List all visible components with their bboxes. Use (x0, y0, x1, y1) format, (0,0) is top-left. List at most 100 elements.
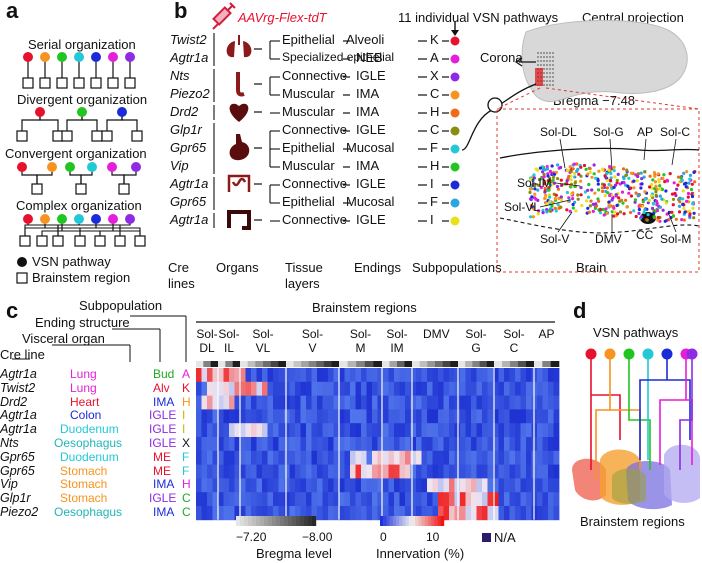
heat-cell (449, 450, 455, 465)
heat-cell (520, 506, 527, 521)
ending-label: IMA (356, 158, 380, 173)
heat-cell (328, 464, 334, 479)
heat-cell (366, 478, 373, 493)
heat-cell (405, 492, 411, 507)
bregma-strip-cell (412, 361, 420, 367)
heat-cell (421, 492, 428, 507)
complex-vsn-dot (91, 214, 101, 224)
ending-label: IGLE (356, 122, 386, 137)
heat-cell (300, 492, 307, 507)
projection-dot (664, 189, 668, 193)
heat-cell (306, 464, 312, 479)
innervation-colorbar-cell (424, 516, 429, 526)
heat-cell (372, 478, 378, 493)
projection-dot (594, 202, 598, 206)
cre-line-row-label: Agtr1a (0, 367, 37, 381)
bregma-colorbar-cell (240, 516, 245, 526)
heat-cell (207, 423, 213, 438)
heat-cell (300, 464, 307, 479)
subpopulation-letter: I (430, 212, 434, 227)
projection-dot (569, 178, 573, 182)
heat-cell (207, 437, 213, 452)
heat-cell (421, 437, 428, 452)
projection-dot (640, 182, 644, 186)
region-name-line1: Sol- (196, 327, 218, 341)
convergent-region-box (75, 183, 87, 195)
heat-cell (427, 395, 433, 410)
bregma-strip-cell (210, 361, 219, 367)
projection-dot (556, 187, 561, 191)
subpopulation-letter: K (430, 32, 439, 47)
heat-cell (460, 437, 466, 452)
projection-dot (680, 218, 684, 222)
ending-row-label: IGLE (149, 491, 177, 506)
serial-vsn-dot (57, 52, 67, 62)
projection-dot (598, 211, 603, 215)
heat-cell (339, 409, 345, 424)
projection-dot (580, 203, 584, 208)
heat-cell (388, 409, 395, 424)
heat-cell (432, 409, 439, 424)
heat-cell (372, 492, 378, 507)
heat-cell (218, 368, 224, 383)
heat-cell (223, 395, 230, 410)
projection-dot (617, 196, 621, 200)
region-name-line2: V (308, 341, 317, 355)
heat-cell (333, 478, 340, 493)
projection-dot (634, 191, 638, 195)
innervation-colorbar-cell (408, 516, 413, 526)
heat-cell (196, 492, 202, 507)
bregma-colorbar-cell (292, 516, 297, 526)
projection-dot (569, 169, 573, 174)
projection-dot (685, 170, 689, 174)
bregma-strip-cell (323, 361, 332, 367)
projection-dot (546, 172, 550, 176)
heat-cell (201, 381, 208, 396)
heat-cell (465, 368, 472, 383)
heat-cell (405, 437, 411, 452)
heat-cell (432, 368, 439, 383)
projection-dot (614, 194, 618, 198)
bregma-colorbar-cell (304, 516, 309, 526)
heat-cell (542, 381, 549, 396)
heat-cell (201, 409, 208, 424)
heat-cell (322, 395, 329, 410)
heat-cell (256, 437, 263, 452)
heat-cell (317, 464, 323, 479)
heat-cell (515, 450, 521, 465)
heat-cell (388, 437, 395, 452)
heat-cell (251, 437, 257, 452)
projection-dot (670, 192, 675, 196)
subpop-row-label: C (182, 491, 191, 506)
heat-cell (273, 450, 279, 465)
bregma-colorbar-cell (288, 516, 293, 526)
projection-dot (538, 166, 543, 170)
heat-cell (229, 423, 235, 438)
heat-cell (273, 492, 279, 507)
heat-cell (520, 409, 527, 424)
heat-cell (196, 450, 202, 465)
heat-cell (361, 395, 367, 410)
heat-cell (355, 492, 362, 507)
subpopulation-letter: A (430, 50, 439, 65)
projection-dot (552, 175, 556, 179)
projection-dot (554, 193, 558, 197)
tissue-layer-label: Epithelial (282, 140, 335, 155)
header-subpopulation: Subpopulation (79, 298, 163, 313)
heat-cell (432, 395, 439, 410)
heat-cell (229, 478, 235, 493)
heat-cell (553, 423, 560, 438)
heat-cell (476, 437, 483, 452)
heat-cell (344, 395, 351, 410)
heat-cell (498, 409, 505, 424)
cre-lines-footer-1: Cre (168, 260, 189, 275)
heat-cell (223, 368, 230, 383)
heat-cell (399, 395, 406, 410)
heat-cell (218, 492, 224, 507)
innervation-max: 10 (426, 530, 440, 544)
projection-dot (687, 209, 692, 213)
innervation-colorbar-cell (428, 516, 432, 526)
projection-dot (646, 201, 650, 205)
bregma-strip-cell (465, 361, 473, 367)
projection-dot (684, 181, 688, 185)
